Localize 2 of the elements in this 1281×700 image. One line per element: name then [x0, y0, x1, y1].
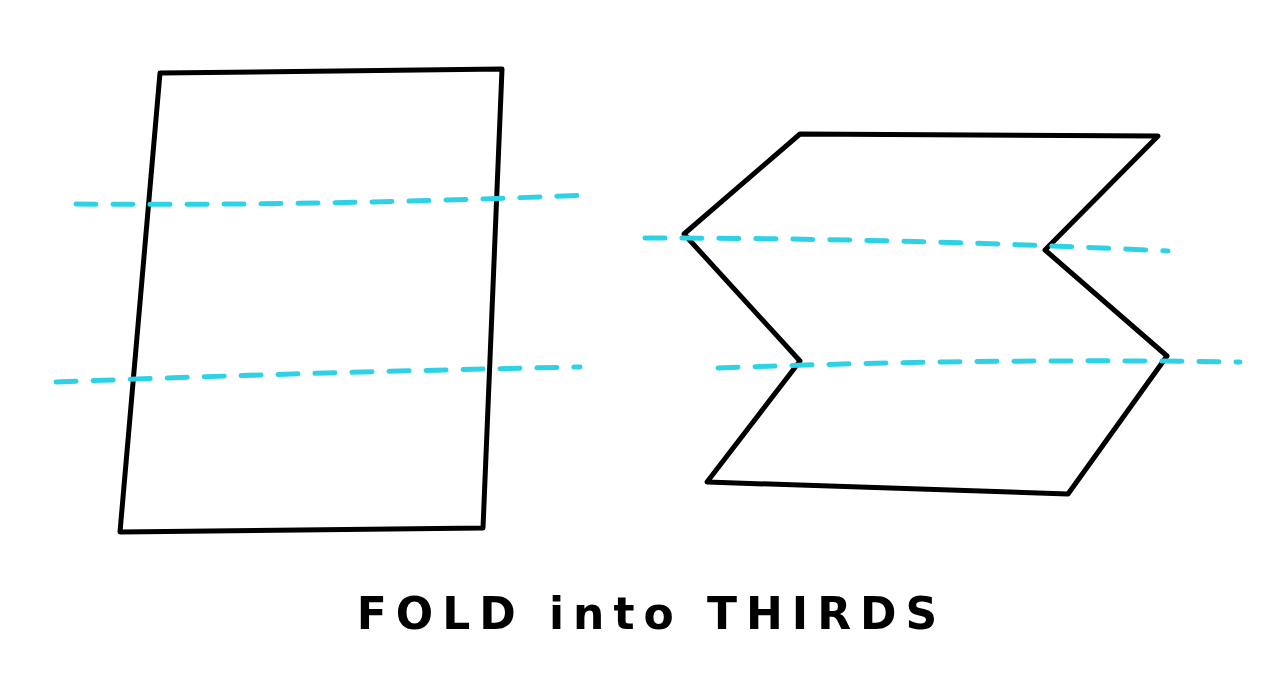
folded-paper — [681, 131, 1170, 497]
caption: FOLD into THIRDS — [356, 590, 947, 639]
